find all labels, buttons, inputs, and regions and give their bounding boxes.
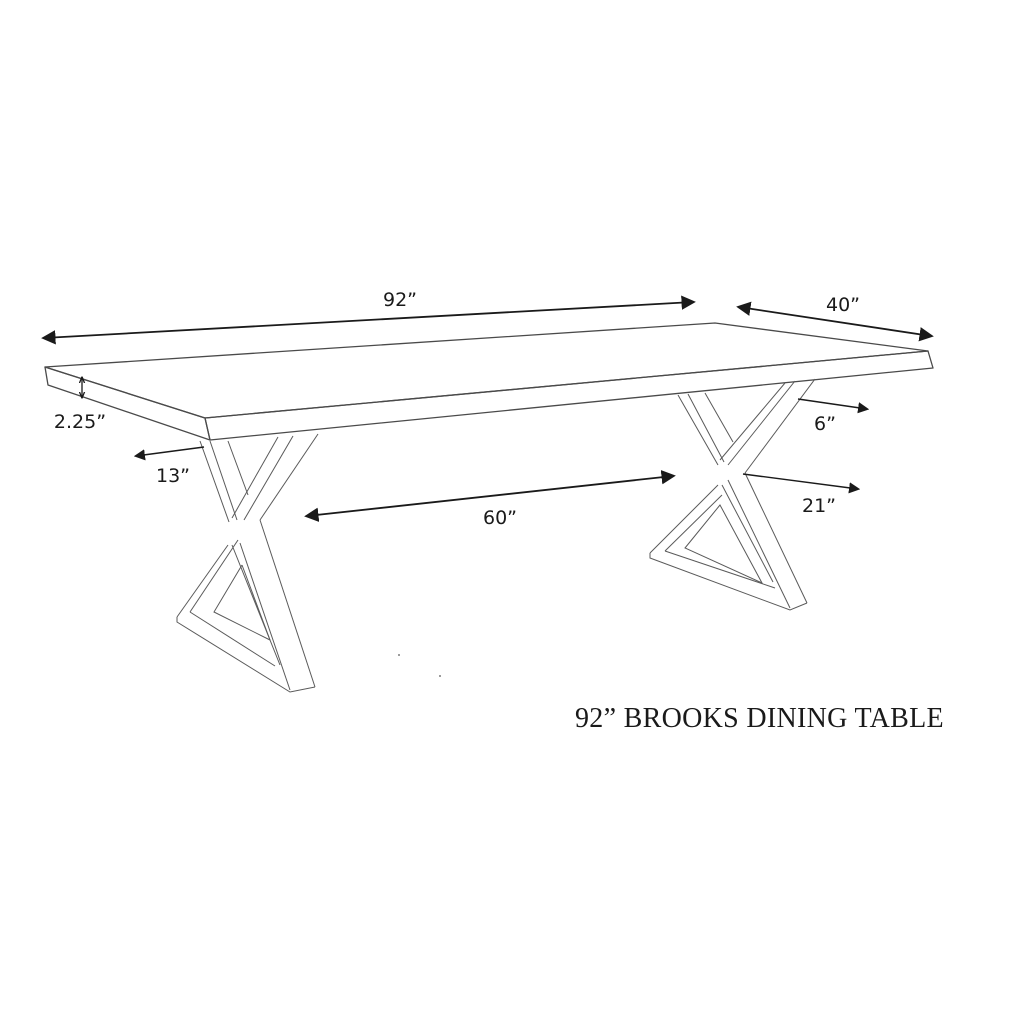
dimension-width: 40” [736, 294, 934, 342]
right-x-leg [649, 378, 816, 611]
leg-width-label: 6” [814, 413, 836, 435]
left-x-leg [176, 433, 319, 693]
speck [439, 675, 441, 677]
dimension-overhang: 13” [133, 446, 205, 487]
product-title: 92” BROOKS DINING TABLE [575, 703, 944, 734]
overhang-label: 13” [156, 465, 190, 487]
top-thickness-label: 2.25” [54, 411, 106, 433]
leg-depth-label: 21” [802, 495, 836, 517]
speck [398, 654, 400, 656]
width-label: 40” [826, 294, 860, 316]
dimension-leg-spacing: 60” [304, 470, 676, 529]
dimension-top-thickness: 2.25” [54, 378, 106, 433]
dimension-leg-width: 6” [797, 398, 870, 435]
dimension-leg-depth: 21” [742, 473, 861, 517]
dimension-length: 92” [41, 289, 696, 345]
leg-spacing-label: 60” [483, 507, 517, 529]
table-top [44, 322, 934, 441]
length-label: 92” [383, 289, 417, 311]
